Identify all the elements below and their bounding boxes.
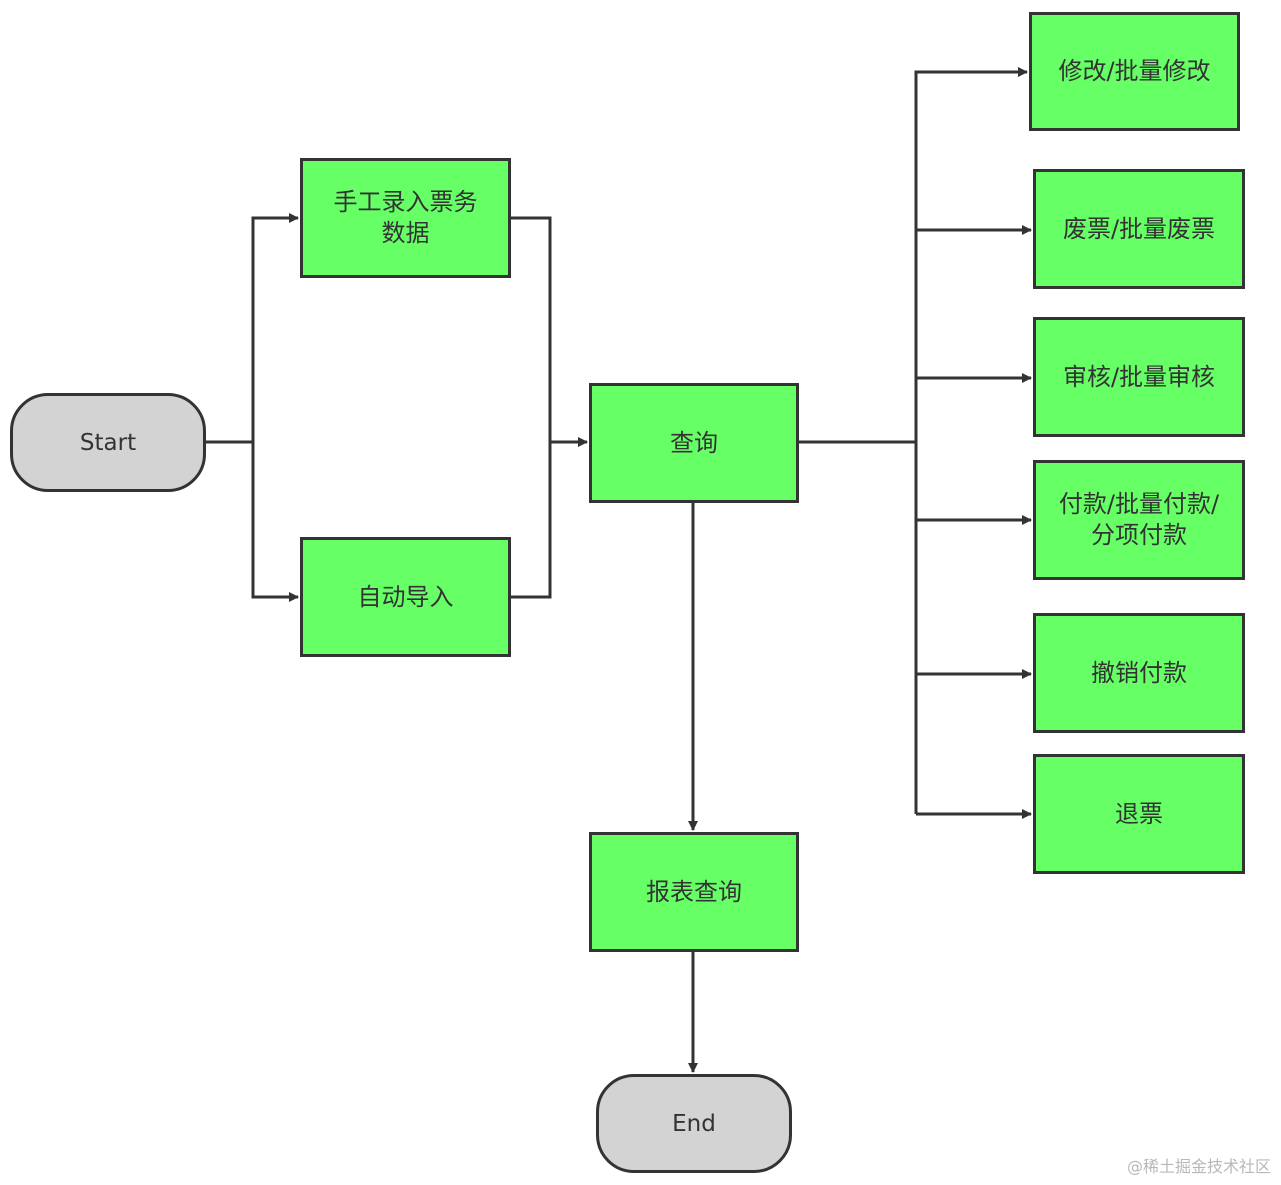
action-audit-node: 审核/批量审核 xyxy=(1033,317,1245,437)
start-node: Start xyxy=(10,393,206,492)
action-pay-node: 付款/批量付款/ 分项付款 xyxy=(1033,460,1245,580)
edge-manual-query xyxy=(510,216,588,447)
action-refund-node: 退票 xyxy=(1033,754,1245,874)
edge-start-auto xyxy=(251,442,299,602)
end-node: End xyxy=(596,1074,792,1173)
action-modify-node: 修改/批量修改 xyxy=(1029,12,1240,131)
query-node: 查询 xyxy=(589,383,799,503)
edge-auto-query xyxy=(510,442,552,599)
report-query-node: 报表查询 xyxy=(589,832,799,952)
action-void-node: 废票/批量废票 xyxy=(1033,169,1245,289)
edge-query-modify xyxy=(914,67,1028,442)
edge-start-manual xyxy=(205,213,299,444)
watermark: @稀土掘金技术社区 xyxy=(1126,1157,1271,1176)
manual-entry-node: 手工录入票务 数据 xyxy=(300,158,511,278)
auto-import-node: 自动导入 xyxy=(300,537,511,657)
action-cancel-payment-node: 撤销付款 xyxy=(1033,613,1245,733)
